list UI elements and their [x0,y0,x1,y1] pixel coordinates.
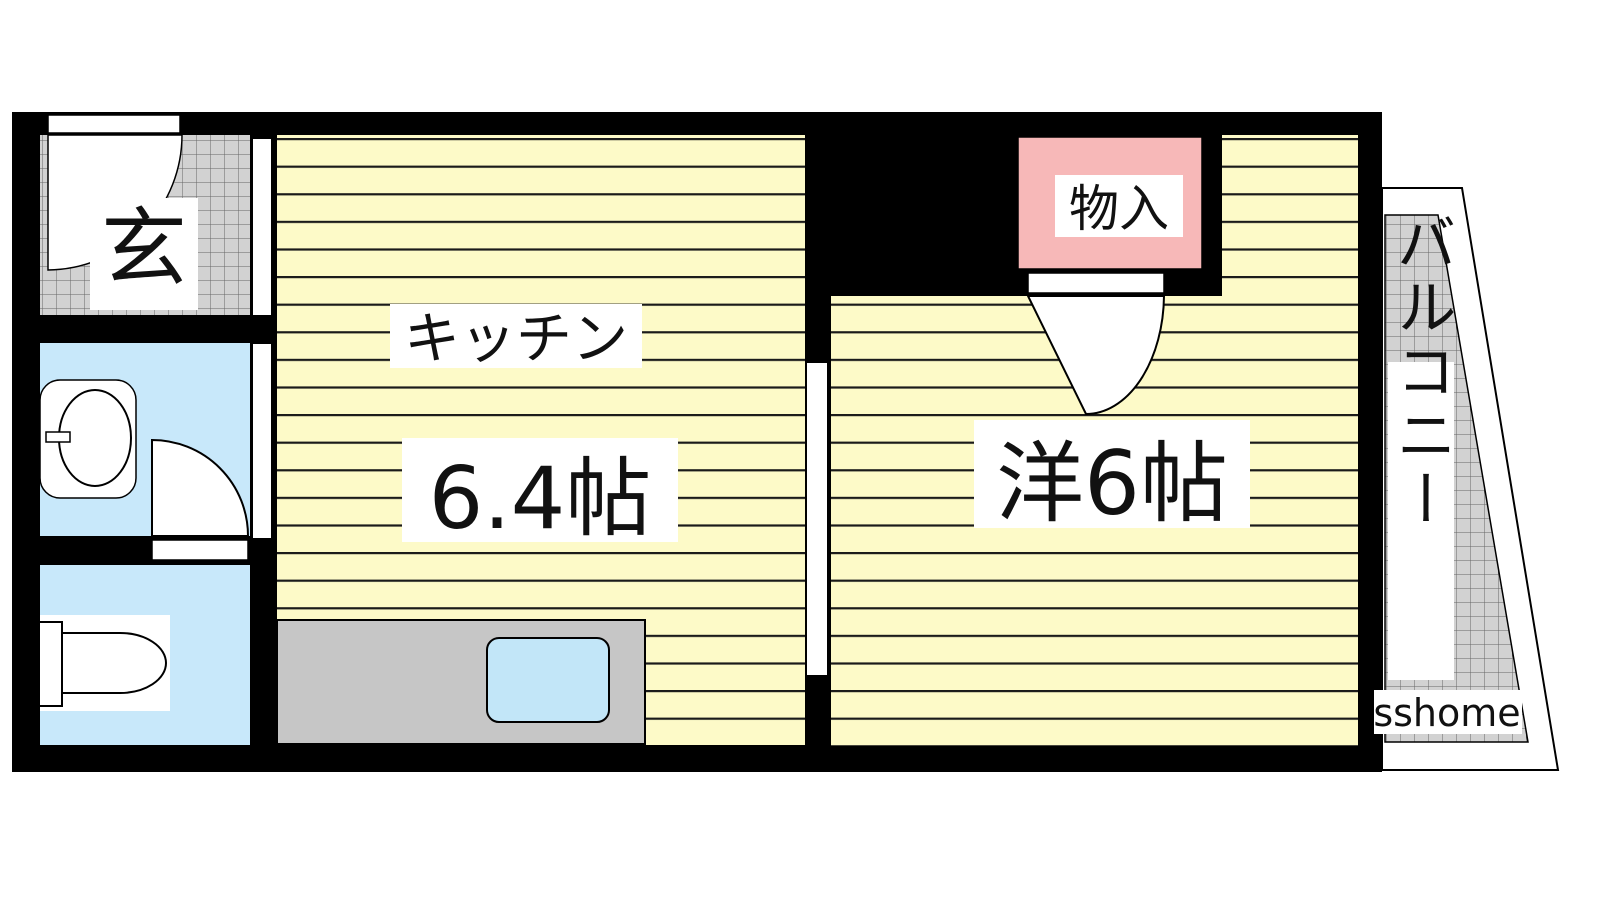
sliding-door [805,361,829,677]
kitchen-counter [276,619,646,745]
watermark: sshome [1373,691,1520,735]
kitchen-size-bg [402,438,678,542]
balcony-label: バルコニー [1386,212,1456,532]
storage-label-bg [1055,175,1183,237]
balcony-label-text: バルコニー [1386,212,1456,532]
genkan-label: 玄 [101,199,187,299]
kitchen-size: 6.4帖 [429,449,652,549]
sink-icon [39,379,137,499]
balcony-label-bg [1388,362,1454,680]
washroom-door [151,438,250,561]
watermark-bg [1374,690,1522,734]
toilet-icon [40,615,170,711]
storage-label: 物入 [1069,180,1169,238]
western-size-bg [974,420,1250,528]
western-size: 洋6帖 [996,432,1228,535]
western-room-floor-upper [1222,135,1358,300]
storage-door [1026,272,1166,416]
sink-basin [486,637,610,723]
genkan-partition [251,137,273,317]
kitchen-name: キッチン [404,307,628,372]
kitchen-name-bg [390,304,642,368]
washroom-partition [251,342,273,540]
genkan-label-bg [90,198,198,310]
